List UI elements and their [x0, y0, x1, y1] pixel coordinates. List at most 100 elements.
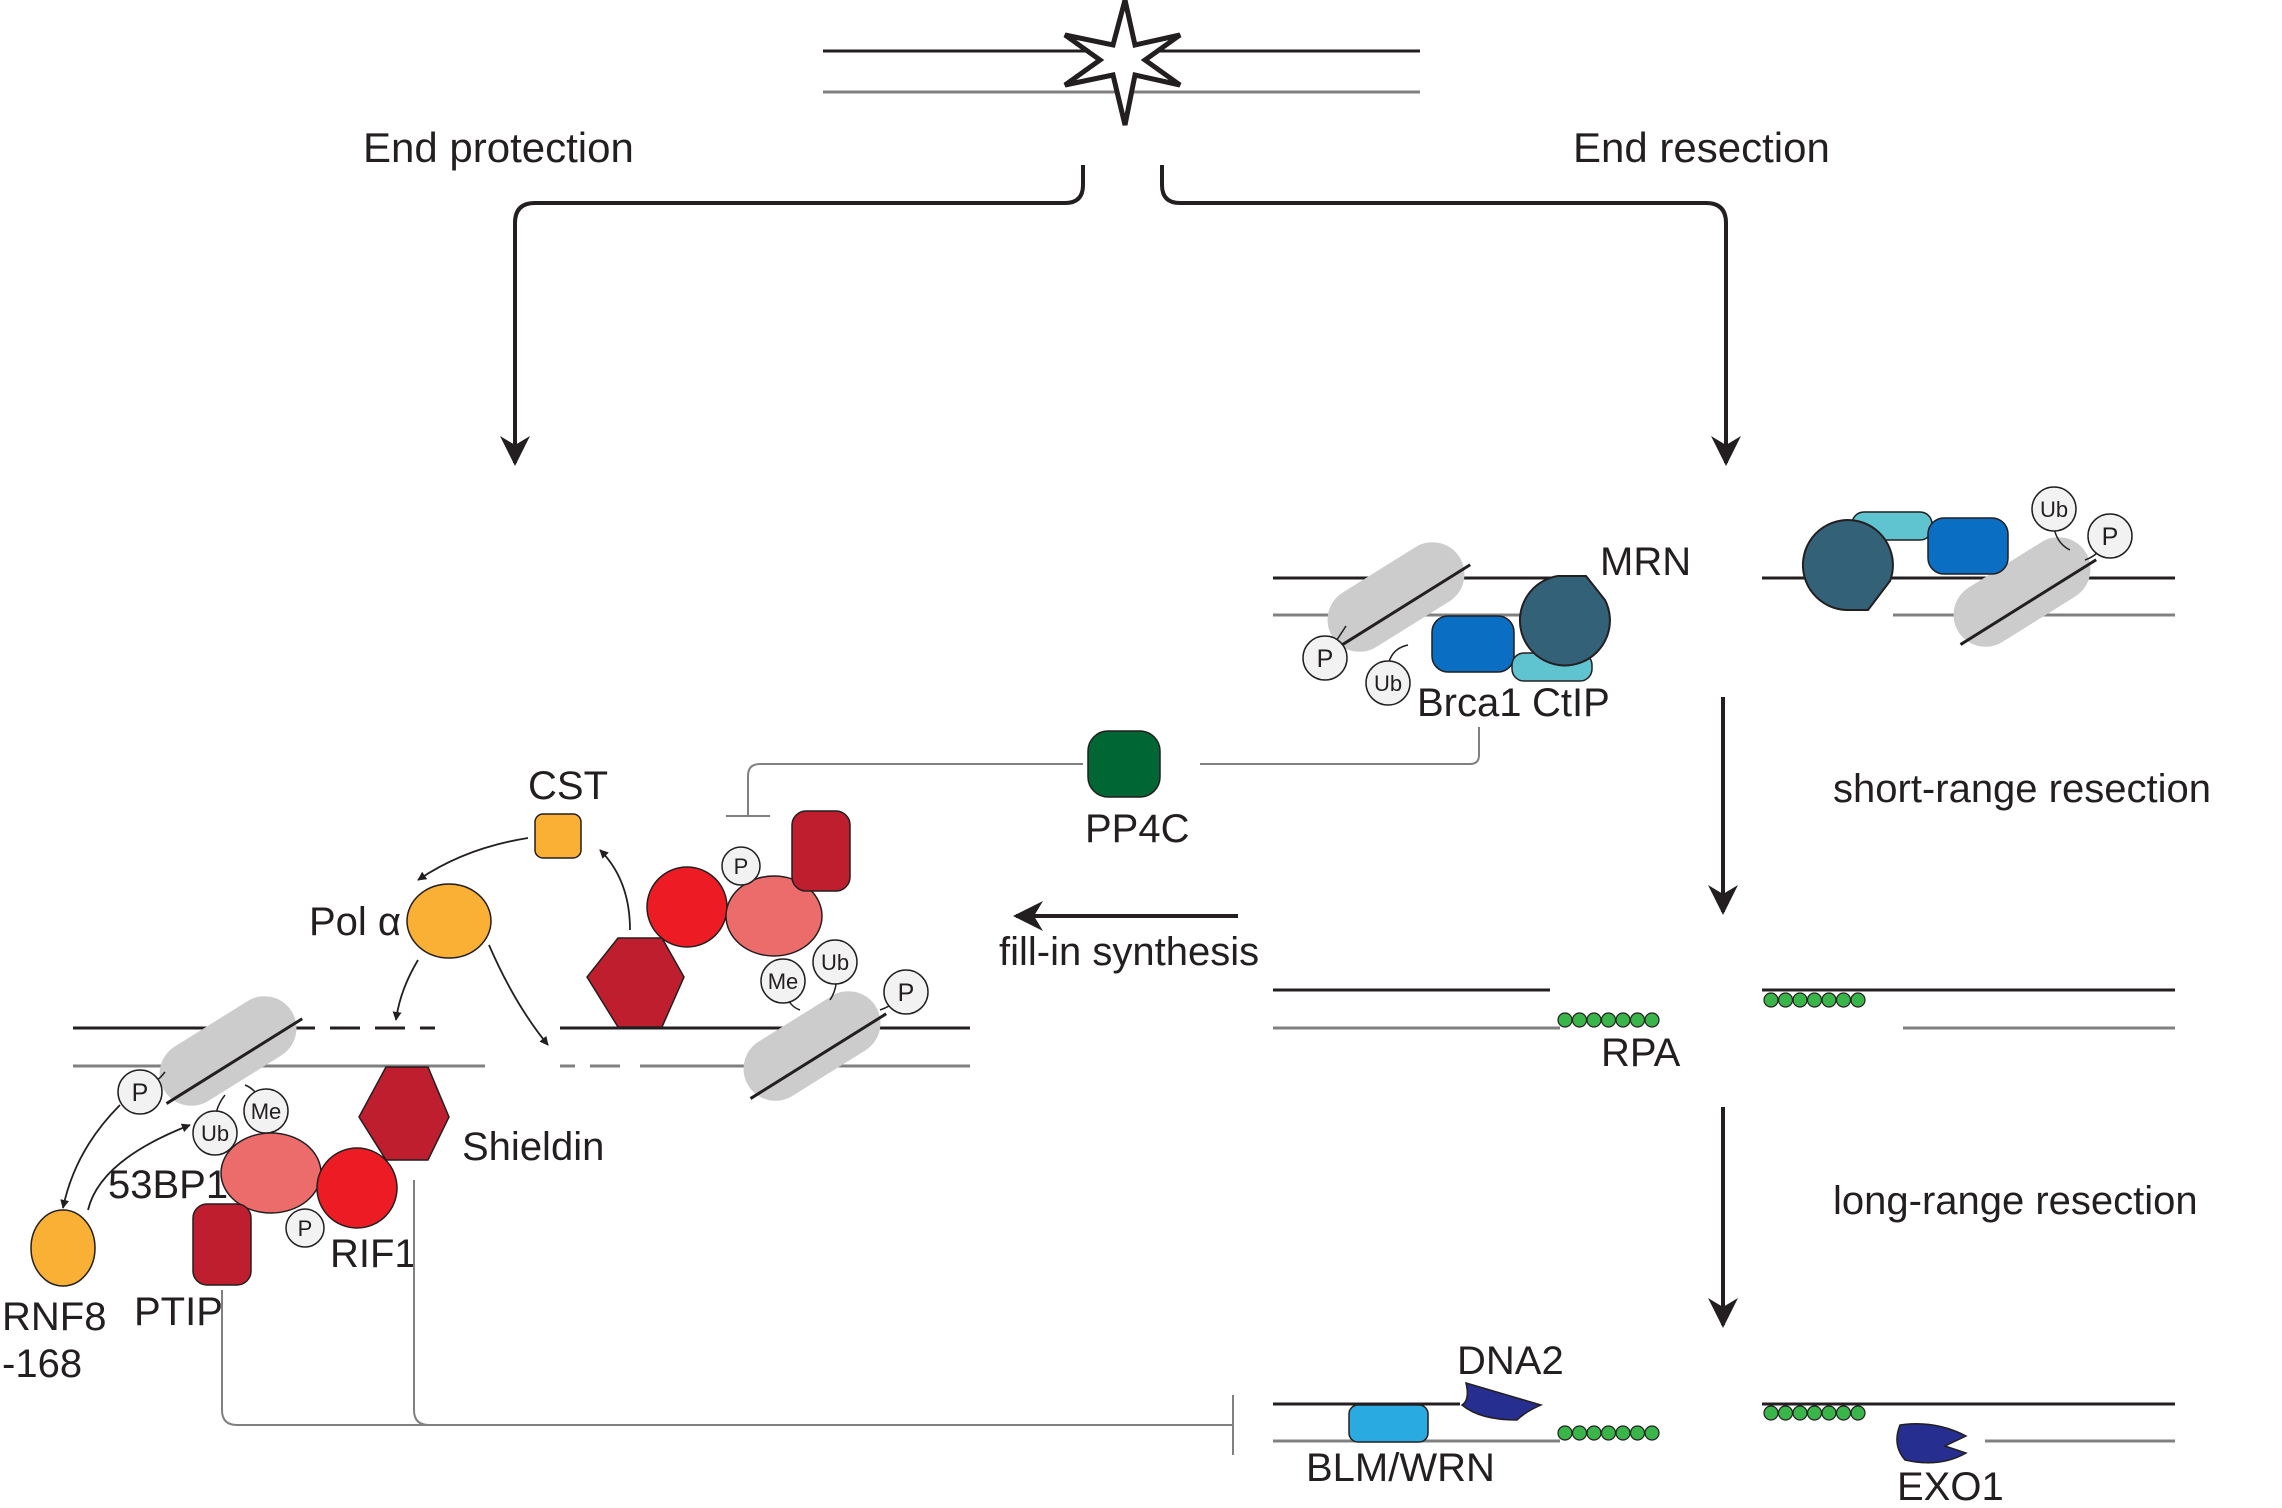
blm-wrn-shape [1348, 1404, 1429, 1443]
pp4c-group: PP4C [726, 727, 1480, 851]
branch-arrow-right [1160, 165, 1741, 466]
phospho-label: P [2102, 523, 2119, 551]
rif1-shape [646, 866, 728, 948]
ubiquitin-mark [192, 1110, 238, 1156]
mrn-shape [1518, 575, 1611, 667]
shieldin-shape [358, 1066, 450, 1161]
dna2-label: DNA2 [1457, 1339, 1564, 1383]
pp4c-label: PP4C [1085, 807, 1190, 851]
rpa-bead [1835, 1405, 1852, 1421]
rpa-beads [1763, 1405, 1866, 1421]
nucleosome [159, 996, 303, 1106]
ubiquitin-label: Ub [821, 950, 849, 975]
rpa-beads [1763, 992, 1866, 1008]
53bp1-shape [725, 875, 823, 957]
rpa-bead [1600, 1012, 1617, 1028]
ptip-inhibit-line [221, 1290, 1233, 1426]
dna2-shape [1460, 1381, 1544, 1421]
rpa-bead [1557, 1012, 1573, 1028]
break-star-icon [1063, 0, 1182, 126]
cycle-arrow [599, 849, 631, 931]
rif1-shape [316, 1147, 398, 1229]
dsb-top [823, 0, 1420, 126]
methyl-label: Me [768, 969, 799, 994]
rpa-bead [1600, 1425, 1617, 1441]
cst-label: CST [528, 764, 608, 808]
phospho-mark [721, 846, 761, 886]
rpa-beads [1557, 1425, 1660, 1441]
end-resection-label: End resection [1573, 124, 1830, 171]
cycle-arrow [392, 959, 419, 1021]
phospho-mark [117, 1069, 163, 1115]
branch-arrow-left [500, 165, 1085, 466]
ptip-shape [791, 810, 851, 892]
mrn-complex-left: P Ub MRN Brca1 CtIP [1273, 540, 1691, 725]
ubiquitin-mark [2031, 486, 2077, 532]
brca1-shape [1927, 517, 2009, 575]
rpa-bead [1777, 1405, 1794, 1421]
phospho-mark [1302, 635, 1348, 681]
phospho-label: P [898, 979, 915, 1007]
shieldin-shape [586, 937, 685, 1028]
ubiquitin-label: Ub [201, 1121, 229, 1146]
rpa-bead [1571, 1425, 1588, 1441]
rpa-bead [1821, 992, 1837, 1008]
shieldin-inhibit-line [413, 1180, 430, 1426]
rpa-label: RPA [1601, 1031, 1681, 1075]
nucleosome [1953, 537, 2097, 647]
rpa-bead [1629, 1425, 1646, 1441]
ubiquitin-mark [812, 939, 858, 985]
rpa-bead [1557, 1425, 1573, 1441]
shieldin-label: Shieldin [462, 1125, 604, 1169]
long-range-label: long-range resection [1833, 1179, 2198, 1223]
exo1-shape [1896, 1423, 1968, 1464]
ptip-label: PTIP [134, 1290, 223, 1334]
exo1-label: EXO1 [1897, 1465, 2004, 1503]
ubiquitin-label: Ub [1374, 671, 1402, 696]
fill-in-label: fill-in synthesis [999, 930, 1259, 974]
rnf8-arrow [87, 1123, 191, 1211]
rpa-bead [1629, 1012, 1646, 1028]
rnf8-label-suffix: -168 [2, 1342, 82, 1386]
rpa-bead [1644, 1425, 1660, 1441]
mrn-complex-right: Ub P [1762, 486, 2175, 647]
nucleosome [743, 991, 887, 1101]
pol-alpha-shape [406, 883, 492, 959]
blm-wrn-label: BLM/WRN [1306, 1446, 1495, 1490]
methyl-label: Me [251, 1099, 282, 1124]
rnf8-label: RNF8 [2, 1295, 106, 1339]
brca1-label: Brca1 [1417, 681, 1522, 725]
pp4c-shape [1087, 730, 1161, 798]
cycle-arrow [488, 944, 549, 1046]
rpa-bead [1806, 1405, 1823, 1421]
phospho-label: P [1317, 645, 1334, 673]
ubiquitin-mark [1365, 660, 1411, 706]
phospho-mark [883, 969, 929, 1015]
53bp1-label: 53BP1 [108, 1163, 228, 1207]
ubiquitin-label: Ub [2040, 497, 2068, 522]
rpa-bead [1850, 992, 1866, 1008]
ptip-shape [192, 1203, 252, 1286]
rpa-bead [1777, 992, 1794, 1008]
rpa-bead [1571, 1012, 1588, 1028]
pol-alpha-label: Pol α [309, 900, 401, 944]
phospho-mark [285, 1208, 325, 1248]
pp4c-inhibit-line [747, 763, 1083, 815]
rpa-bead [1615, 1425, 1631, 1441]
phospho-mark [2087, 513, 2133, 559]
phospho-label: P [734, 854, 749, 879]
inhibition-long-range [221, 1180, 1234, 1455]
rpa-bead [1806, 992, 1823, 1008]
53bp1-shape [220, 1132, 322, 1214]
cycle-arrow [417, 837, 529, 881]
short-range-label: short-range resection [1833, 767, 2211, 811]
protected-end-lower: P Ub Me P Shieldin 53BP1 RIF1 PTIP RNF8 … [2, 996, 604, 1386]
rif1-label: RIF1 [330, 1232, 417, 1276]
rpa-bead [1792, 992, 1808, 1008]
ctip-label: CtIP [1532, 681, 1610, 725]
phospho-label: P [298, 1216, 313, 1241]
protected-end-upper: P Me Ub P [560, 810, 970, 1101]
rpa-bead [1763, 1405, 1779, 1421]
